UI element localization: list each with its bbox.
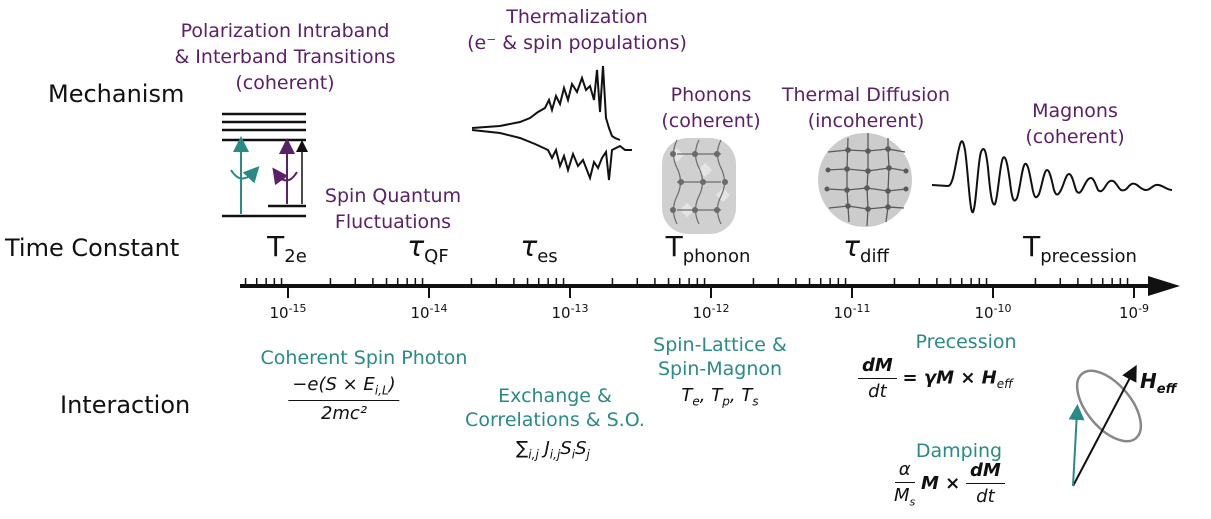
- axis-tick-label: 10-11: [833, 302, 871, 322]
- row-label-interaction: Interaction: [60, 391, 191, 419]
- row-label-mechanism: Mechanism: [48, 80, 185, 108]
- time-constant-t2e: T2e: [267, 230, 307, 267]
- timeline-axis: [240, 276, 1180, 298]
- mechanism-magnons: Magnons (coherent): [1025, 100, 1125, 148]
- axis-tick-label: 10-15: [269, 302, 307, 322]
- time-constant-tau-qf: τQF: [407, 230, 449, 267]
- interaction-spin-lattice-title: Spin-Lattice & Spin-Magnon: [653, 334, 787, 380]
- time-constant-t-precession: Tprecession: [1023, 230, 1137, 267]
- energy-level-icon: [222, 112, 306, 218]
- phonon-lattice-icon: [662, 138, 736, 234]
- formula-exchange: ∑i,j Ji,jSiSj: [516, 438, 590, 462]
- interaction-precession-title: Precession: [915, 331, 1017, 353]
- time-constant-tau-es: τes: [520, 230, 558, 267]
- axis-tick-label: 10-10: [974, 302, 1012, 322]
- teal-rotation-icon: [230, 166, 260, 184]
- interaction-coherent-spin-photon-title: Coherent Spin Photon: [260, 347, 468, 369]
- axis-tick-label: 10-12: [692, 302, 730, 322]
- mechanism-spin-quantum-fluctuations: Spin Quantum Fluctuations: [324, 185, 462, 233]
- row-label-time-constant: Time Constant: [5, 234, 180, 262]
- axis-tick-label: 10-13: [551, 302, 589, 322]
- formula-damping: α Ms M × dM dt: [894, 459, 1005, 509]
- axis-tick-label: 10-14: [410, 302, 448, 322]
- heff-label: Heff: [1140, 369, 1177, 397]
- formula-precession: dM dt = γM × Heff: [858, 355, 1013, 402]
- thermalization-spectrum-icon: [471, 65, 632, 182]
- interaction-damping-title: Damping: [915, 440, 1003, 462]
- axis-tick-label: 10-9: [1118, 302, 1150, 322]
- time-constant-t-phonon: Tphonon: [665, 230, 751, 267]
- formula-coherent-spin-photon: −e(S × Ei,L) 2mc²: [288, 374, 400, 424]
- mechanism-thermalization: Thermalization (e⁻ & spin populations): [467, 6, 687, 54]
- precession-cone-icon: [1068, 364, 1143, 487]
- purple-rotation-icon: [272, 167, 298, 186]
- interaction-exchange-title: Exchange & Correlations & S.O.: [465, 385, 645, 431]
- magnon-oscillation-icon: [931, 140, 1173, 214]
- formula-spin-lattice: Te, Tp, Ts: [681, 385, 759, 409]
- mechanism-phonons: Phonons (coherent): [661, 84, 761, 132]
- mechanism-thermal-diffusion: Thermal Diffusion (incoherent): [781, 84, 951, 132]
- mechanism-polarization: Polarization Intraband & Interband Trans…: [174, 20, 396, 94]
- time-constant-tau-diff: τdiff: [843, 230, 889, 267]
- thermal-diffusion-lattice-icon: [818, 133, 912, 227]
